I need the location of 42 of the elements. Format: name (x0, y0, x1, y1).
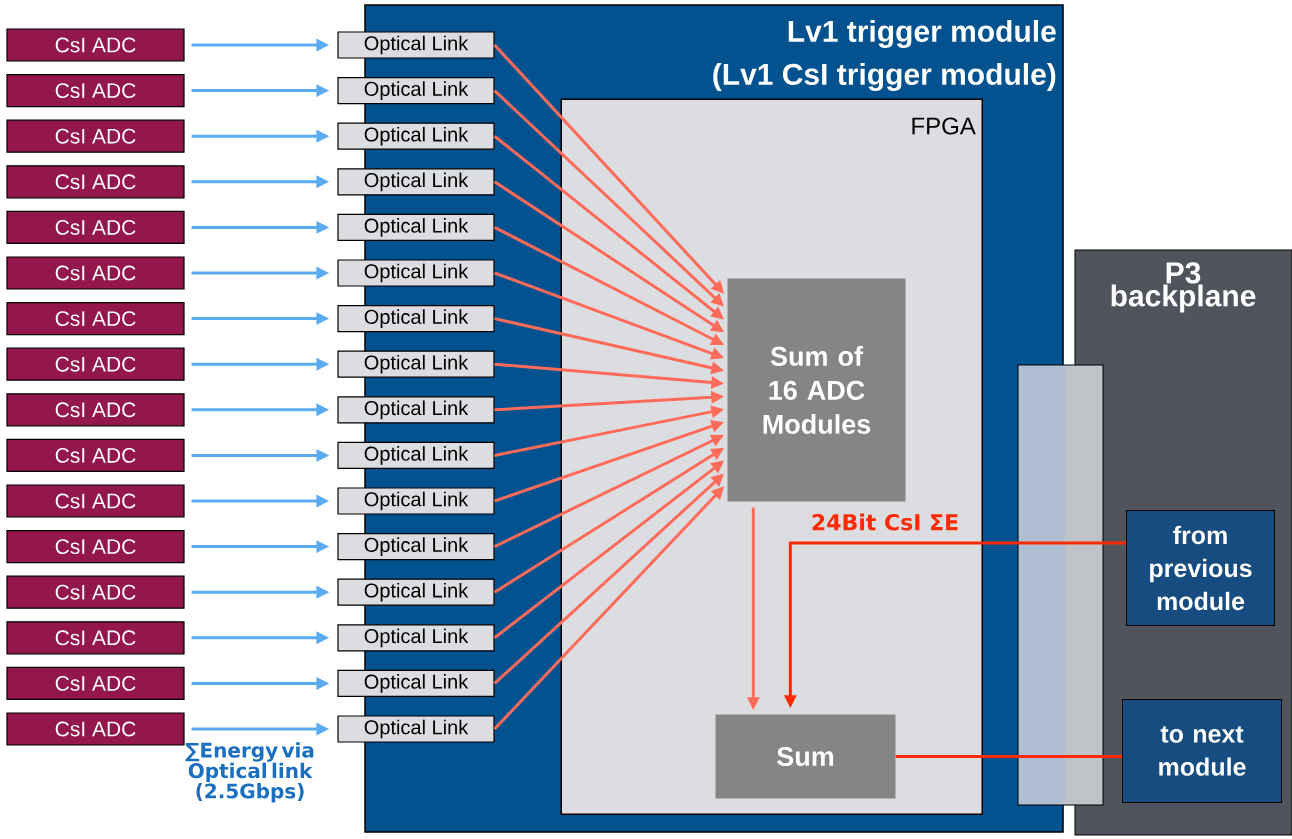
adc-box: CsI ADC (6, 484, 185, 518)
optical-link-box: Optical Link (337, 77, 495, 105)
optical-link-box: Optical Link (337, 122, 495, 150)
adc-box: CsI ADC (6, 28, 185, 62)
optical-link-box: Optical Link (337, 31, 495, 59)
sum-box: Sum (715, 714, 896, 799)
adc-box: CsI ADC (6, 712, 185, 746)
adc-box: CsI ADC (6, 393, 185, 427)
optical-link-box: Optical Link (337, 213, 495, 241)
optical-link-box: Optical Link (337, 624, 495, 652)
optical-link-box: Optical Link (337, 396, 495, 424)
optical-link-box: Optical Link (337, 259, 495, 287)
optical-link-box: Optical Link (337, 715, 495, 743)
adc-box: CsI ADC (6, 165, 185, 199)
adc-box: CsI ADC (6, 119, 185, 153)
adc-box: CsI ADC (6, 347, 185, 381)
sum-box: Sum of 16 ADC Modules (727, 278, 906, 502)
module-box: to next module (1122, 699, 1282, 803)
adc-box: CsI ADC (6, 438, 185, 472)
adc-box: CsI ADC (6, 530, 185, 564)
adc-box: CsI ADC (6, 74, 185, 108)
edge-label: 24Bit CsI ΣE (809, 512, 961, 532)
optical-link-box: Optical Link (337, 669, 495, 697)
optical-link-box: Optical Link (337, 168, 495, 196)
adc-box: CsI ADC (6, 256, 185, 290)
optical-link-box: Optical Link (337, 578, 495, 606)
adc-box: CsI ADC (6, 302, 185, 336)
adc-box: CsI ADC (6, 210, 185, 244)
optical-link-box: Optical Link (337, 533, 495, 561)
module-box: from previous module (1126, 510, 1275, 626)
optical-link-box: Optical Link (337, 350, 495, 378)
optical-link-box: Optical Link (337, 305, 495, 333)
panel-heading: FPGA (912, 117, 976, 135)
panel-heading: (Lv1 CsI trigger module) (713, 62, 1056, 92)
adc-box: CsI ADC (6, 666, 185, 700)
annotation-text: ∑Energy via Optical link (2.5Gbps) (185, 742, 314, 803)
adc-box: CsI ADC (6, 621, 185, 655)
adc-box: CsI ADC (6, 575, 185, 609)
optical-link-box: Optical Link (337, 441, 495, 469)
panel-heading: P3 backplane (1111, 262, 1256, 313)
optical-link-box: Optical Link (337, 487, 495, 515)
panel-heading: Lv1 trigger module (788, 19, 1056, 49)
